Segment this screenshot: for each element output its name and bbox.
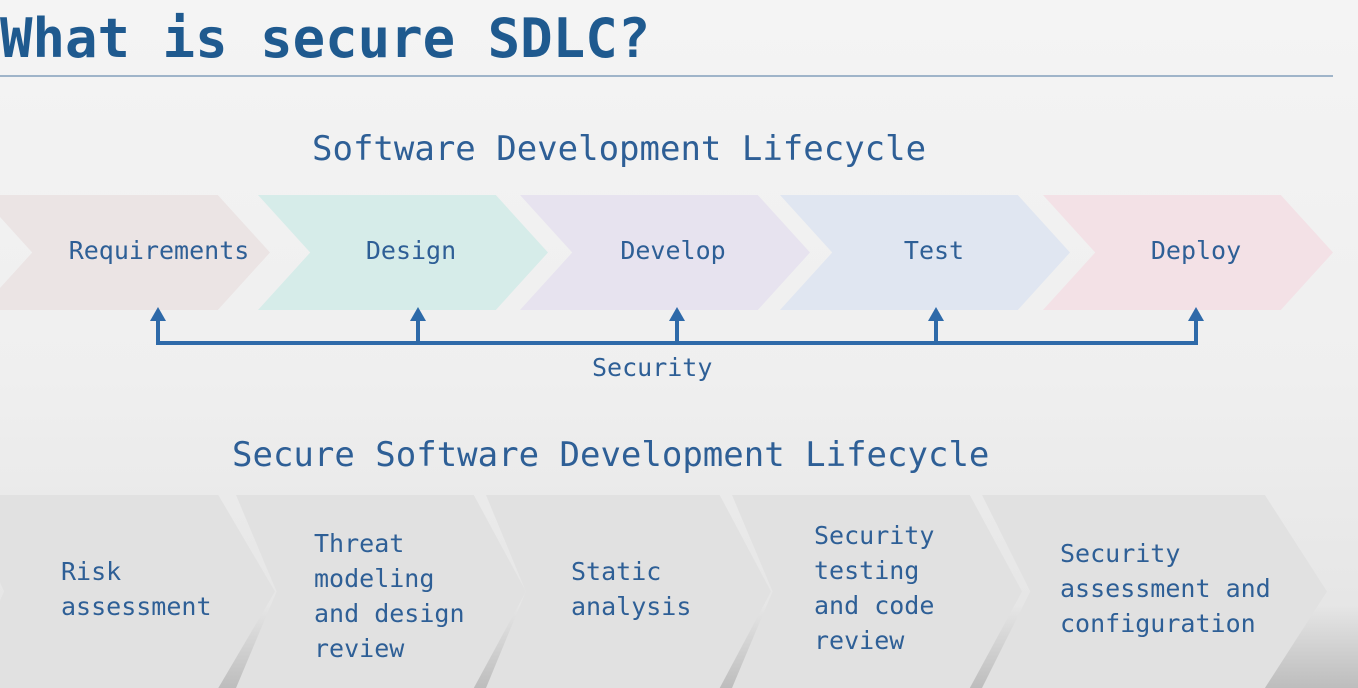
sdlc-heading: Software Development Lifecycle (312, 129, 927, 169)
arrowhead-up-icon (1188, 307, 1204, 321)
stage-label-threat-modeling: Threat modeling and design review (314, 529, 465, 663)
sdlc-phase-row: Requirements Design Develop Test Deploy (0, 195, 1358, 310)
arrowhead-up-icon (669, 307, 685, 321)
security-label: Security (592, 353, 713, 382)
stage-chevron-threat-modeling (236, 495, 526, 688)
stage-chevron-security-testing (732, 495, 1022, 688)
stage-chevron-static-analysis (486, 495, 771, 688)
stage-chevron-security-assessment (982, 495, 1327, 688)
phase-label-develop: Develop (620, 236, 726, 265)
phase-label-deploy: Deploy (1150, 236, 1242, 265)
stage-label-static-analysis: Static analysis (571, 557, 692, 621)
ssdlc-heading: Secure Software Development Lifecycle (232, 435, 990, 475)
security-connector (150, 307, 1204, 345)
stage-chevron-risk-assessment (0, 495, 275, 688)
phase-label-requirements: Requirements (68, 236, 250, 265)
stage-label-risk-assessment: Risk assessment (61, 557, 212, 621)
stage-label-security-assessment: Security assessment and configuration (1060, 539, 1271, 638)
phase-label-design: Design (365, 236, 457, 265)
title-divider (0, 75, 1333, 77)
ssdlc-stage-row: Risk assessment Threat modeling and desi… (0, 495, 1358, 688)
phase-chevron-requirements (0, 195, 270, 310)
arrowhead-up-icon (150, 307, 166, 321)
slide-title: What is secure SDLC? (0, 7, 651, 70)
phase-label-test: Test (903, 236, 965, 265)
arrowhead-up-icon (410, 307, 426, 321)
stage-label-security-testing: Security testing and code review (814, 521, 935, 655)
arrowhead-up-icon (928, 307, 944, 321)
